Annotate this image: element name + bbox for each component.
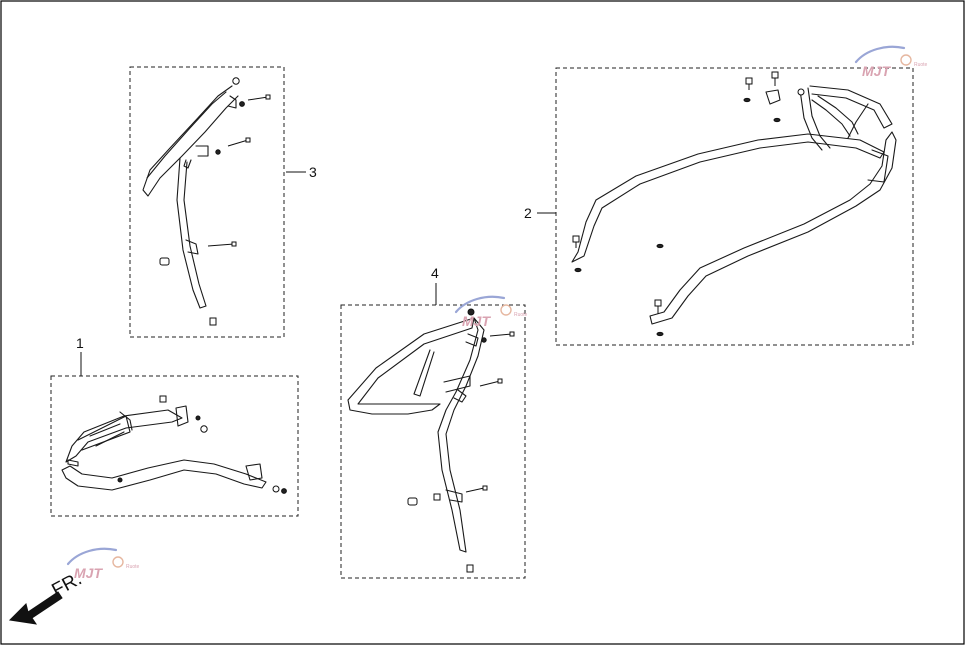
gear-icon xyxy=(500,304,512,316)
callout-2: 2 xyxy=(524,205,532,221)
watermark-logo-3: MJT Ruote xyxy=(66,547,140,581)
callout-4: 4 xyxy=(431,265,439,281)
part-group-2: 2 xyxy=(524,67,914,346)
gear-icon xyxy=(900,54,912,66)
part-group-4: 4 xyxy=(340,265,526,579)
group-box-3 xyxy=(129,66,285,338)
watermark-logo-2: MJT Ruote xyxy=(454,295,528,329)
gear-icon xyxy=(112,556,124,568)
svg-text:Ruote: Ruote xyxy=(126,564,140,570)
part-1-hardware xyxy=(117,395,287,494)
group-box-1 xyxy=(50,375,299,517)
svg-text:MJT: MJT xyxy=(462,313,491,329)
part-2-hardware xyxy=(572,71,805,337)
svg-text:Ruote: Ruote xyxy=(514,312,528,318)
callout-1: 1 xyxy=(76,335,84,351)
part-4-hardware xyxy=(407,308,515,573)
watermark-logo-1: MJT Ruote xyxy=(854,45,928,79)
callout-3: 3 xyxy=(309,164,317,180)
part-3-hardware xyxy=(159,77,271,326)
arrow-icon xyxy=(8,591,63,625)
svg-text:MJT: MJT xyxy=(862,63,891,79)
part-group-3: 3 xyxy=(129,66,317,338)
part-1-rail xyxy=(61,405,267,491)
part-group-1: 1 xyxy=(50,335,299,517)
svg-text:MJT: MJT xyxy=(74,565,103,581)
part-3-rail xyxy=(142,85,239,309)
part-2-rail xyxy=(571,85,897,325)
group-box-4 xyxy=(340,304,526,579)
part-4-rail xyxy=(347,317,485,553)
svg-text:Ruote: Ruote xyxy=(914,62,928,68)
group-box-2 xyxy=(555,67,914,346)
